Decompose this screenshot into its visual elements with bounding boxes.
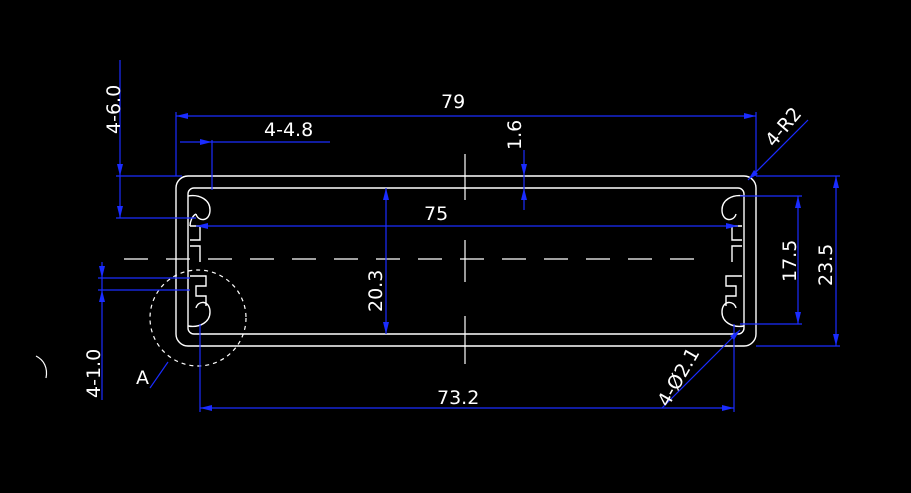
dim-radius: 4-R2 — [747, 103, 809, 181]
dim-inner-height: 17.5 — [740, 195, 802, 325]
detail-a-leader — [149, 361, 169, 389]
detail-a-label: A — [136, 367, 149, 389]
stray-arc — [35, 355, 48, 379]
dim-overall-width: 79 — [175, 91, 757, 176]
left-top-screw-slot — [187, 194, 211, 227]
right-ribs — [725, 225, 742, 306]
dim-left-slot-label: 4-6.0 — [103, 85, 125, 134]
inner-outline — [187, 187, 745, 335]
dim-hole-span: 73.2 — [199, 324, 735, 412]
center-lines — [124, 154, 700, 364]
enclosure-profile — [175, 175, 757, 347]
dim-inner-width: 75 — [196, 203, 738, 229]
dim-slot-gap: 4-1.0 — [83, 262, 190, 400]
outer-outline — [175, 175, 757, 347]
dim-inner-height-label: 17.5 — [779, 240, 801, 282]
dim-slot-width-label: 4-4.8 — [264, 119, 313, 141]
dim-cavity-height: 20.3 — [365, 188, 389, 334]
dim-hole-span-label: 73.2 — [437, 387, 479, 409]
left-rib-lower — [190, 225, 201, 262]
dim-hole-dia: 4-Ø2.1 — [653, 329, 741, 411]
right-bottom-screw-slot — [721, 301, 745, 328]
dim-hole-dia-label: 4-Ø2.1 — [653, 344, 704, 411]
dim-cavity-height-label: 20.3 — [365, 270, 387, 312]
right-top-screw-slot — [721, 194, 745, 221]
dim-slot-width: 4-4.8 — [180, 119, 330, 190]
dim-left-slot: 4-6.0 — [103, 60, 196, 219]
dim-wall-label: 1.6 — [504, 120, 526, 150]
dim-slot-gap-label: 4-1.0 — [83, 349, 105, 398]
dim-overall-height: 23.5 — [756, 175, 840, 347]
dim-wall: 1.6 — [504, 120, 527, 210]
left-rib-upper — [190, 275, 207, 306]
dim-radius-label: 4-R2 — [761, 103, 806, 151]
dim-overall-width-label: 79 — [441, 91, 465, 113]
detail-circle-a — [149, 269, 247, 367]
dim-overall-height-label: 23.5 — [815, 244, 837, 286]
dim-inner-width-label: 75 — [424, 203, 448, 225]
left-bottom-screw-slot — [187, 301, 211, 328]
